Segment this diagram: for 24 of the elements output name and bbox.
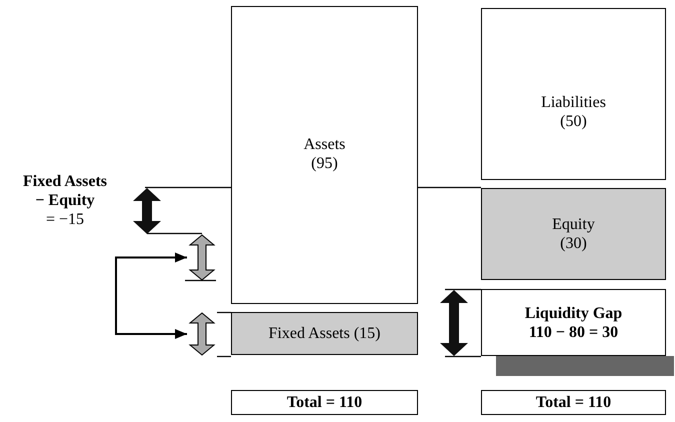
box-label: (30): [560, 234, 587, 253]
box-label: Liabilities: [541, 93, 606, 112]
formula-label: − Equity: [35, 191, 95, 210]
formula-label: Fixed Assets: [23, 172, 107, 191]
box-label: Fixed Assets (15): [268, 324, 380, 343]
formula-label: = −15: [46, 210, 84, 229]
balance-box: [231, 6, 418, 304]
shaded-box: [231, 312, 418, 355]
box-label: (95): [311, 154, 338, 173]
box-label: (50): [560, 112, 587, 131]
double-arrow-icon: [188, 312, 216, 356]
balance-box: [481, 289, 666, 356]
box-label: 110 − 80 = 30: [528, 322, 618, 342]
balance-box: [481, 8, 666, 180]
balance-box: [231, 390, 418, 415]
connector-arrow: [115, 252, 187, 339]
shaded-box: [481, 188, 666, 280]
box-label: Total = 110: [286, 393, 362, 412]
box-label: Assets: [304, 135, 346, 154]
box-label: Liquidity Gap: [524, 304, 622, 322]
balance-box: [481, 390, 666, 415]
box-label: Total = 110: [536, 393, 612, 412]
box-label: Equity: [552, 215, 595, 234]
double-arrow-icon: [188, 234, 216, 281]
